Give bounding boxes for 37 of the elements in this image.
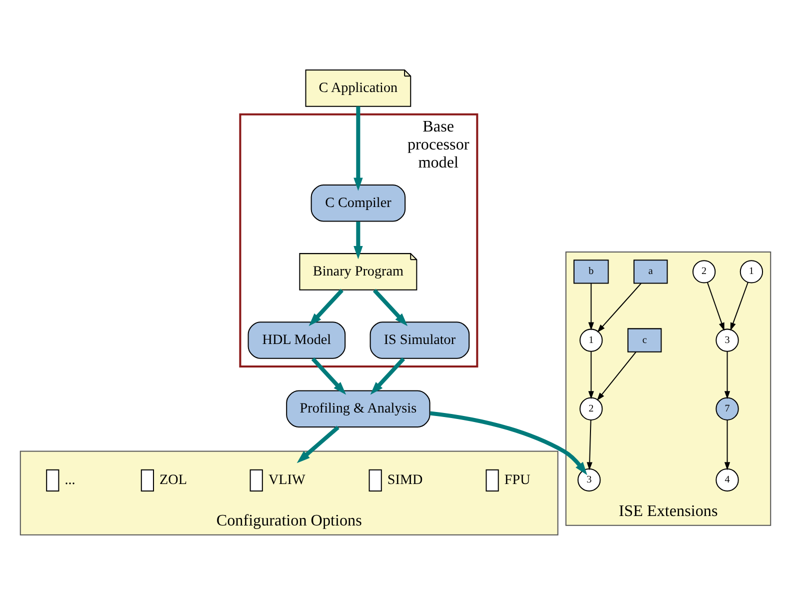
node-label: ... bbox=[64, 472, 76, 488]
node-box: C Compiler bbox=[310, 184, 406, 222]
node-box: IS Simulator bbox=[370, 322, 470, 359]
arrow bbox=[308, 288, 344, 326]
arrow bbox=[597, 283, 642, 332]
node-circle: 7 bbox=[716, 397, 739, 420]
arrow bbox=[724, 351, 730, 400]
arrow bbox=[724, 420, 730, 470]
node-circle: 1 bbox=[580, 328, 603, 352]
node-label: ZOL bbox=[160, 472, 187, 488]
node-circle: 4 bbox=[716, 468, 739, 492]
arrow bbox=[588, 283, 594, 330]
arrow bbox=[707, 282, 724, 331]
node-box: a bbox=[633, 260, 668, 284]
arrow bbox=[588, 351, 594, 400]
node-label: SIMD bbox=[387, 472, 423, 488]
node-circle: 3 bbox=[716, 328, 739, 352]
arrow bbox=[596, 352, 636, 401]
node-label: VLIW bbox=[268, 472, 306, 488]
arrow bbox=[311, 357, 346, 395]
node-label: FPU bbox=[504, 472, 530, 488]
arrow bbox=[370, 357, 406, 395]
node-circle: 3 bbox=[578, 468, 601, 492]
node-circle: 2 bbox=[580, 397, 603, 420]
arrow bbox=[354, 222, 363, 260]
node-box: b bbox=[573, 260, 609, 284]
node-box: HDL Model bbox=[248, 322, 346, 359]
arrow bbox=[354, 106, 363, 191]
node-circle: 2 bbox=[692, 260, 716, 284]
arrow bbox=[430, 411, 588, 476]
node-circle: 1 bbox=[740, 260, 764, 284]
node-box: c bbox=[627, 328, 662, 352]
arrow bbox=[730, 282, 748, 331]
arrow bbox=[586, 420, 592, 470]
arrow bbox=[296, 426, 340, 464]
node-box: Profiling & Analysis bbox=[286, 390, 430, 428]
arrow bbox=[372, 288, 408, 326]
